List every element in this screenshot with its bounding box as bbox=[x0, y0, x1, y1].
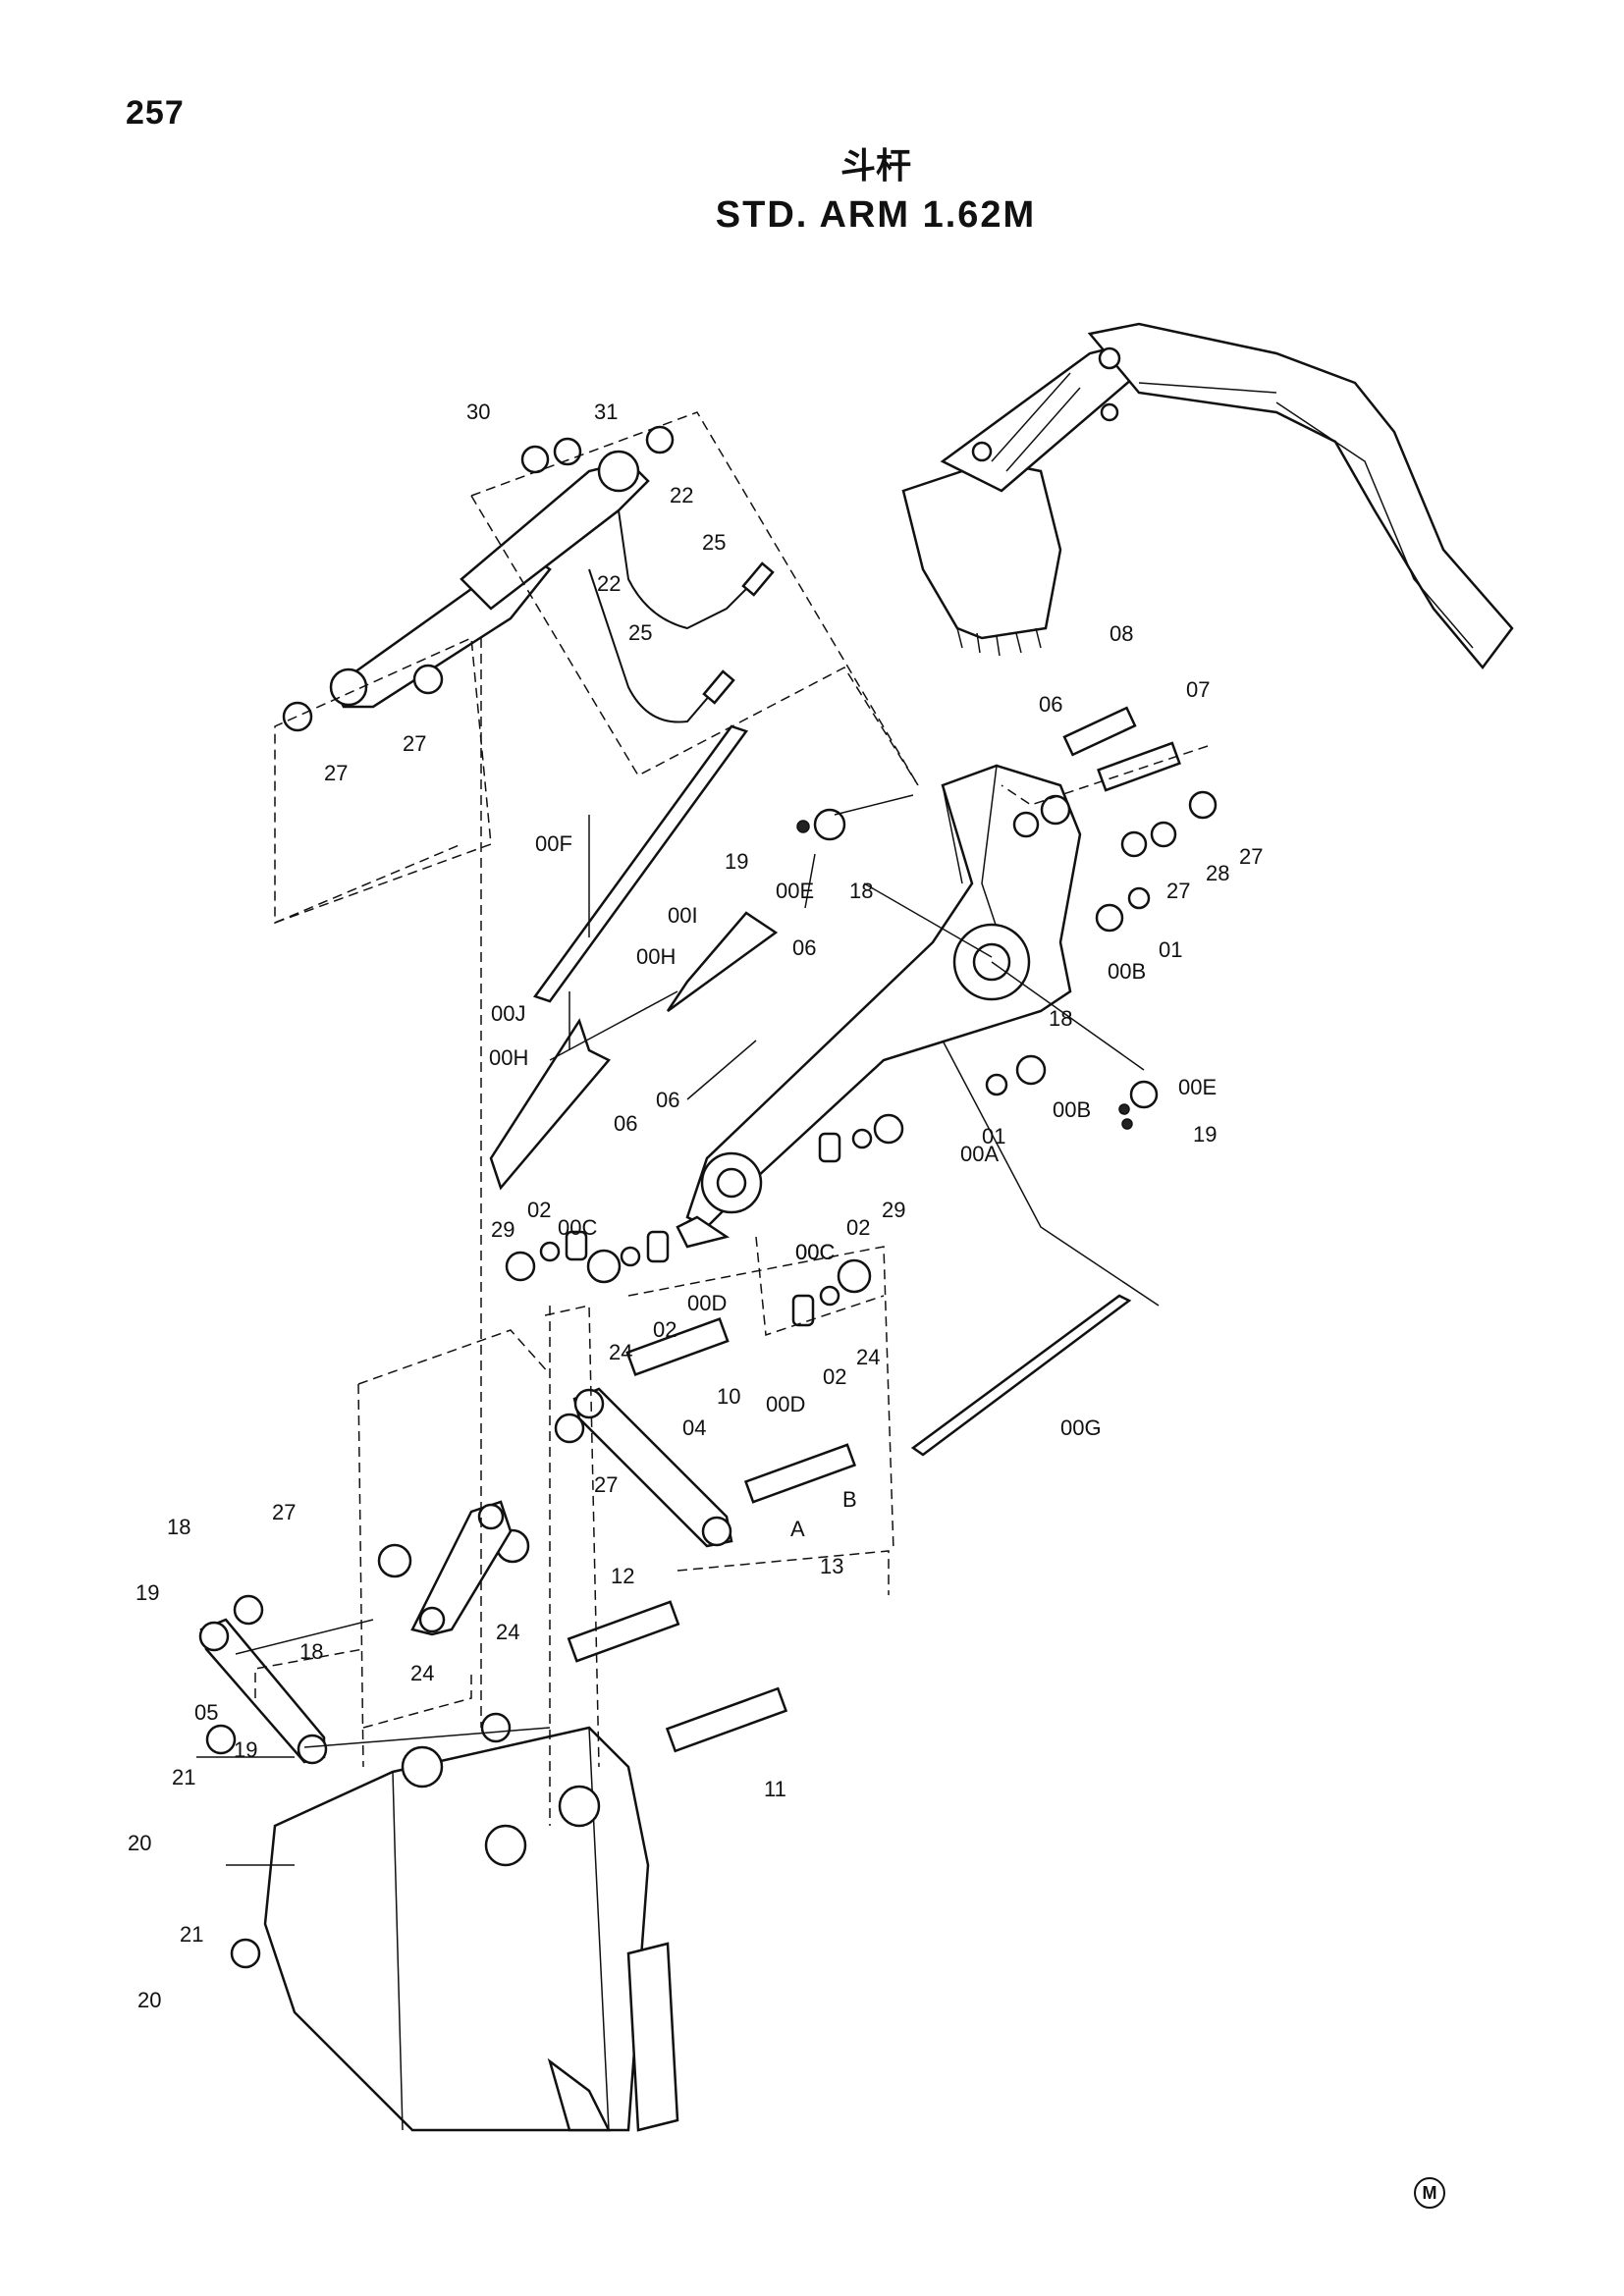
callout-06-d: 06 bbox=[614, 1111, 637, 1136]
solid-leader-lines bbox=[196, 794, 1160, 1866]
callout-31: 31 bbox=[594, 400, 618, 424]
callout-24-c: 24 bbox=[496, 1620, 519, 1644]
callout-07: 07 bbox=[1186, 677, 1210, 702]
callout-00C-b: 00C bbox=[795, 1240, 835, 1264]
callout-21-b: 21 bbox=[180, 1922, 203, 1947]
callout-08: 08 bbox=[1110, 621, 1133, 646]
callout-18-d: 18 bbox=[299, 1639, 323, 1664]
page-number: 257 bbox=[126, 94, 185, 132]
callout-10: 10 bbox=[717, 1384, 740, 1409]
callout-21-a: 21 bbox=[172, 1765, 195, 1789]
assembly-leader-lines bbox=[254, 411, 1209, 1826]
callout-20-b: 20 bbox=[137, 1988, 161, 2012]
callout-00H-a: 00H bbox=[636, 944, 676, 969]
callout-25-b: 25 bbox=[628, 620, 652, 645]
callout-00B-a: 00B bbox=[1108, 959, 1146, 984]
title-english: STD. ARM 1.62M bbox=[715, 194, 1037, 236]
callout-01-a: 01 bbox=[1159, 937, 1182, 962]
callout-27-f: 27 bbox=[272, 1500, 296, 1524]
callout-19-c: 19 bbox=[135, 1580, 159, 1605]
title-block: 斗杆 STD. ARM 1.62M bbox=[0, 137, 1624, 237]
callout-02-d: 02 bbox=[823, 1364, 846, 1389]
callout-02-b: 02 bbox=[846, 1215, 870, 1240]
callout-27-e: 27 bbox=[594, 1472, 618, 1497]
arm-cylinder-and-hoses bbox=[282, 425, 775, 732]
callout-11: 11 bbox=[764, 1777, 786, 1801]
callout-29-b: 29 bbox=[882, 1198, 905, 1222]
callout-27-d: 27 bbox=[1239, 844, 1263, 869]
callout-12: 12 bbox=[611, 1564, 634, 1588]
callout-27-a: 27 bbox=[403, 731, 426, 756]
callout-18-c: 18 bbox=[167, 1515, 190, 1539]
callout-00I: 00I bbox=[668, 903, 698, 928]
callout-24-d: 24 bbox=[410, 1661, 434, 1685]
excavator-overview-drawing bbox=[901, 322, 1514, 670]
callout-06-b: 06 bbox=[792, 935, 816, 960]
callout-05: 05 bbox=[194, 1700, 218, 1725]
callout-00F: 00F bbox=[535, 831, 572, 856]
callout-22-b: 22 bbox=[597, 571, 621, 596]
callout-02-a: 02 bbox=[527, 1198, 551, 1222]
callout-13: 13 bbox=[820, 1554, 843, 1578]
callout-00C-c: 00C bbox=[795, 1240, 835, 1264]
callout-20-a: 20 bbox=[128, 1831, 151, 1855]
callout-labels: 30 31 22 25 22 25 27 27 08 06 07 19 00E … bbox=[128, 400, 1263, 2012]
callout-00D-b: 00D bbox=[766, 1392, 805, 1416]
callout-25-a: 25 bbox=[702, 530, 726, 555]
callout-06-c: 06 bbox=[656, 1088, 679, 1112]
callout-18-a: 18 bbox=[849, 879, 873, 903]
title-chinese: 斗杆 bbox=[839, 146, 911, 187]
callout-22-a: 22 bbox=[670, 483, 693, 507]
callout-29-a: 29 bbox=[491, 1217, 514, 1242]
callout-19-b: 19 bbox=[1193, 1122, 1217, 1147]
callout-02-c: 02 bbox=[653, 1317, 677, 1342]
callout-01-b: 01 bbox=[982, 1124, 1005, 1148]
callout-06-a: 06 bbox=[1039, 692, 1062, 717]
callout-27-b: 27 bbox=[324, 761, 348, 785]
callout-18-b: 18 bbox=[1049, 1006, 1072, 1031]
callout-00D-a: 00D bbox=[687, 1291, 727, 1315]
bucket-links bbox=[198, 1387, 733, 1765]
callout-19-a: 19 bbox=[725, 849, 748, 874]
arm-plates bbox=[489, 724, 1132, 1457]
callout-00C-a: 00C bbox=[558, 1215, 597, 1240]
callout-00A: 00A bbox=[960, 1142, 999, 1166]
manufacturer-mark: M bbox=[1414, 2177, 1445, 2209]
bucket bbox=[263, 1712, 679, 2132]
callout-28: 28 bbox=[1206, 861, 1229, 885]
callout-B: B bbox=[842, 1487, 857, 1512]
callout-00E-b: 00E bbox=[1178, 1075, 1217, 1099]
callout-24-a: 24 bbox=[609, 1340, 632, 1364]
callout-00J: 00J bbox=[491, 1001, 525, 1026]
callout-A: A bbox=[790, 1517, 805, 1541]
callout-27-c: 27 bbox=[1166, 879, 1190, 903]
pins-and-bushings bbox=[205, 706, 1218, 1969]
callout-24-b: 24 bbox=[856, 1345, 880, 1369]
callout-00H-b: 00H bbox=[489, 1045, 528, 1070]
callout-00B-b: 00B bbox=[1053, 1097, 1091, 1122]
callout-00G: 00G bbox=[1060, 1415, 1102, 1440]
callout-19-d: 19 bbox=[234, 1737, 257, 1762]
callout-04: 04 bbox=[682, 1415, 706, 1440]
callout-30: 30 bbox=[466, 400, 490, 424]
callout-00E-a: 00E bbox=[776, 879, 814, 903]
arm-body bbox=[676, 764, 1082, 1249]
